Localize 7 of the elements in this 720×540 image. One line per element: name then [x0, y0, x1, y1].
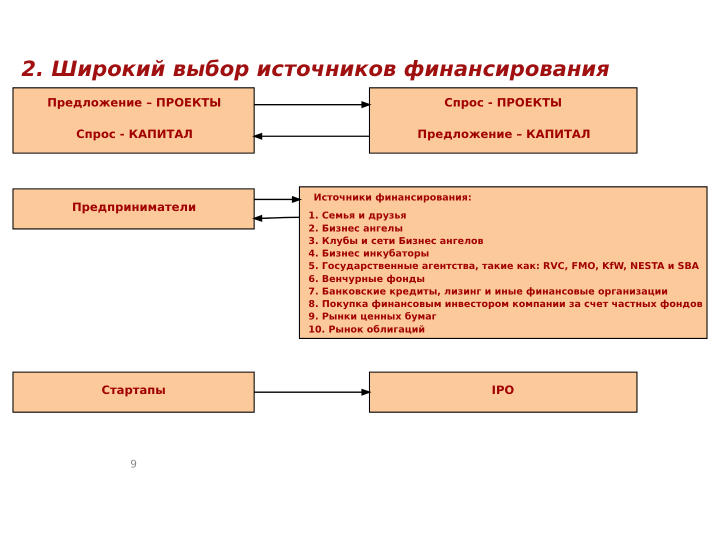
arrow — [252, 214, 300, 222]
arrow — [254, 196, 302, 203]
arrow — [254, 101, 372, 108]
arrow — [252, 132, 370, 140]
label: 9 — [130, 458, 137, 470]
arrow — [254, 388, 372, 396]
diagram-title: 2. Широкий выбор источников финансирования — [21, 56, 610, 82]
